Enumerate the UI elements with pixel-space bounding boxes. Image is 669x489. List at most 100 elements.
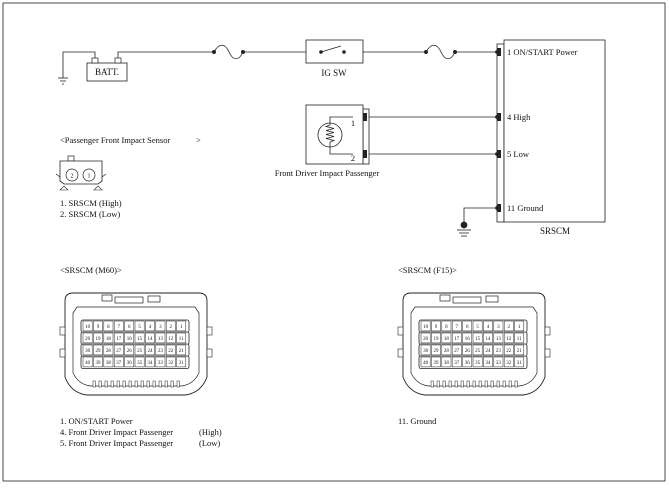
connector-m60-pin-27: [113, 344, 124, 356]
connector-f15-pin-label-31: 31: [517, 361, 523, 366]
connector-f15-pin-label-5: 5: [476, 325, 479, 330]
connector-f15-pin-4: [483, 320, 493, 332]
connector-f15-pin-39: [431, 356, 441, 368]
connector-m60-pin-label-33: 33: [158, 361, 164, 366]
sensor-connector-legend-2: 2. SRSCM (Low): [60, 209, 120, 219]
ig-sw-blade: [320, 45, 342, 53]
connector-f15-pin-1: [514, 320, 525, 332]
srscm-module: 1 ON/START Power 4 High 5 Low 11 Ground …: [496, 39, 606, 236]
connector-m60-legend-3: 5. Front Driver Impact Passenger: [60, 438, 173, 448]
connector-f15-pin-label-3: 3: [497, 325, 500, 330]
connector-m60-pin-30: [82, 344, 93, 356]
connector-f15-pin-label-14: 14: [486, 337, 492, 342]
connector-m60-pin-label-21: 21: [179, 349, 185, 354]
connector-m60-pin-29: [93, 344, 103, 356]
connector-f15-pin-label-12: 12: [506, 337, 512, 342]
battery-ground: [58, 51, 96, 85]
impact-sensor-pin-1-marker: [363, 113, 367, 121]
connector-m60-pin-20: [82, 332, 93, 344]
connector-f15-pin-38: [441, 356, 452, 368]
connector-m60-pin-28: [103, 344, 114, 356]
connector-m60-pin-7: [113, 320, 124, 332]
connector-f15-bottom-tooth: [442, 380, 446, 388]
connector-m60-bottom-tooth: [164, 380, 168, 388]
connector-f15-pin-label-1: 1: [518, 325, 521, 330]
connector-m60-pin-3: [155, 320, 166, 332]
connector-m60-legend-1: 1. ON/START Power: [60, 416, 133, 426]
connector-f15-bottom-tooth: [490, 380, 494, 388]
connector-f15-pin-label-35: 35: [475, 361, 481, 366]
connector-f15-pin-37: [451, 356, 462, 368]
connector-m60-bottom-tooth: [146, 380, 150, 388]
battery-terminal-negative: [91, 57, 99, 64]
connector-m60-legend-2: 4. Front Driver Impact Passenger: [60, 427, 173, 437]
connector-m60-legend-2-suffix: (High): [199, 427, 222, 437]
connector-f15-pin-23: [493, 344, 504, 356]
connector-f15-latch-right: [485, 295, 499, 303]
impact-sensor-pin-2-marker: [363, 150, 367, 158]
sensor-connector-pin-1-label: 1: [88, 174, 91, 180]
connector-f15-pin-label-8: 8: [445, 325, 448, 330]
connector-f15-bottom-tooth: [502, 380, 506, 388]
connector-f15-pin-label-17: 17: [454, 337, 460, 342]
connector-f15-pin-21: [514, 344, 525, 356]
connector-f15-side-notch: [544, 326, 551, 336]
connector-f15-pin-16: [462, 332, 473, 344]
fuse2-symbol: [425, 44, 456, 60]
connector-m60-pin-label-23: 23: [158, 349, 164, 354]
connector-m60-pin-5: [134, 320, 145, 332]
connector-m60-pin-label-34: 34: [148, 361, 154, 366]
connector-f15-pin-26: [462, 344, 473, 356]
connector-m60-pin-label-31: 31: [179, 361, 185, 366]
connector-f15-bottom-tooth: [496, 380, 500, 388]
connector-m60-bottom-tooth: [92, 380, 96, 388]
connector-m60-pin-22: [165, 344, 176, 356]
sensor-connector-title-end: >: [196, 135, 201, 145]
battery-terminal-positive: [114, 57, 122, 64]
connector-m60-pin-label-11: 11: [179, 337, 184, 342]
sensor-wires: [369, 50, 499, 156]
connector-f15-pin-label-10: 10: [423, 325, 429, 330]
ig-sw-contact-right: [342, 50, 346, 54]
connector-m60-pin-label-17: 17: [116, 337, 122, 342]
connector-m60-pin-label-13: 13: [158, 337, 164, 342]
connector-f15-pin-label-38: 38: [444, 361, 450, 366]
connector-m60-bottom-tooth: [134, 380, 138, 388]
connector-f15-bottom-tooth: [508, 380, 512, 388]
connector-m60-pin-label-35: 35: [137, 361, 143, 366]
connector-m60-latch-left: [101, 294, 113, 302]
connector-f15-bottom-tooth: [472, 380, 476, 388]
connector-m60-pin-35: [134, 356, 145, 368]
connector-f15-pin-label-36: 36: [465, 361, 471, 366]
connector-f15-side-notch: [397, 348, 404, 358]
connector-m60-pin-label-7: 7: [118, 325, 121, 330]
connector-m60-pin-label-8: 8: [107, 325, 110, 330]
connector-f15-pin-label-6: 6: [466, 325, 469, 330]
connector-f15-pin-33: [493, 356, 504, 368]
connector-m60-bottom-tooth: [122, 380, 126, 388]
connector-m60-bottom-tooth: [152, 380, 156, 388]
srscm-body: [503, 39, 606, 223]
connector-m60-bottom-tooth: [110, 380, 114, 388]
connector-f15-pin-29: [431, 344, 441, 356]
connector-m60-bottom-tooth: [128, 380, 132, 388]
connector-f15-pin-34: [483, 356, 493, 368]
srscm-pin-11-label: 11 Ground: [507, 203, 544, 213]
connector-m60-pin-label-28: 28: [106, 349, 112, 354]
connector-m60-pin-12: [165, 332, 176, 344]
connector-f15-pin-17: [451, 332, 462, 344]
connector-m60-pin-label-29: 29: [96, 349, 102, 354]
connector-f15-pin-label-26: 26: [465, 349, 471, 354]
connector-f15-bottom-tooth: [460, 380, 464, 388]
connector-m60-title: <SRSCM (M60)>: [60, 265, 122, 275]
battery-label: BATT.: [95, 67, 119, 77]
connector-f15-pin-28: [441, 344, 452, 356]
connector-m60-pin-38: [103, 356, 114, 368]
connector-f15-pin-label-18: 18: [444, 337, 450, 342]
connector-f15-bottom-tooth: [478, 380, 482, 388]
connector-f15-pin-label-24: 24: [486, 349, 492, 354]
connector-f15-pin-label-23: 23: [496, 349, 502, 354]
connector-m60-bottom-tooth: [98, 380, 102, 388]
